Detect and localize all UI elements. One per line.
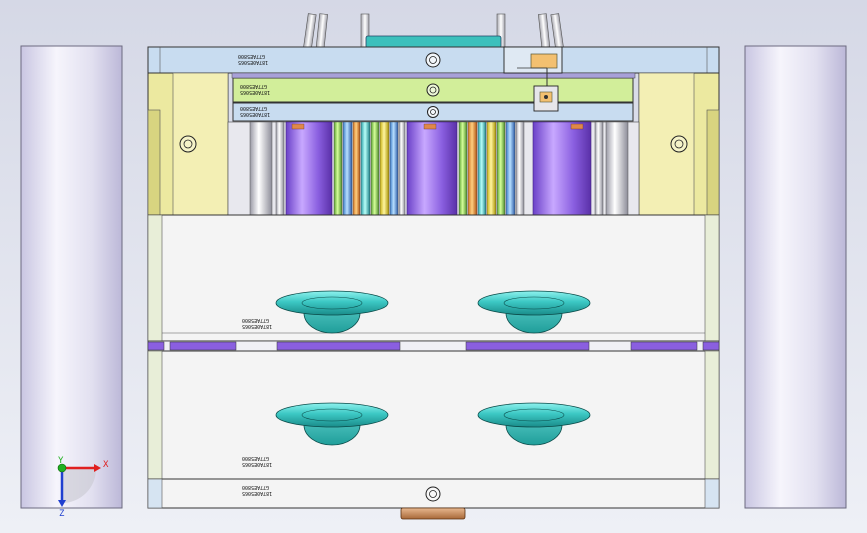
lifting-eye-upper-right[interactable] bbox=[477, 290, 591, 334]
locating-ring[interactable] bbox=[365, 35, 502, 49]
sprue-bushing[interactable] bbox=[400, 507, 466, 520]
ejector-pins bbox=[249, 121, 629, 216]
top-plate-labels: G77AE5800 187A0E5065 G77AE5800 187A0E506… bbox=[238, 53, 270, 117]
left-ejector-housing[interactable] bbox=[147, 72, 229, 216]
lifting-eye-lower-left[interactable] bbox=[275, 402, 389, 446]
lower-plate-part-number-2: 187A0E5065 bbox=[242, 461, 272, 467]
bottom-clamp-plate[interactable]: G77AE5800 187A0E5065 bbox=[147, 478, 720, 509]
ejector-retainer-plate[interactable] bbox=[232, 77, 634, 103]
upper-cavity-plate[interactable]: G77AE5800 187A0E5065 bbox=[147, 214, 720, 342]
triad-z-label: Z bbox=[59, 509, 65, 519]
ejector-part-number-2: 187A0E5065 bbox=[240, 111, 270, 117]
left-housing-bolt-icon bbox=[179, 135, 197, 153]
bottom-plate-bolt-icon bbox=[425, 486, 441, 502]
lower-core-plate[interactable]: G77AE5800 187A0E5065 bbox=[147, 350, 720, 480]
right-guide-pillar[interactable] bbox=[744, 45, 847, 509]
ejector-part-number-1: G77AE5800 bbox=[240, 105, 267, 111]
lifting-eye-lower-right[interactable] bbox=[477, 402, 591, 446]
lifting-eye-upper-left[interactable] bbox=[275, 290, 389, 334]
ejector-plate-bolt-icon bbox=[427, 106, 439, 118]
left-guide-pillar[interactable] bbox=[20, 45, 123, 509]
top-part-number-1: G77AE5800 bbox=[238, 53, 265, 59]
bottom-plate-part-number-1: G77AE5800 bbox=[242, 484, 269, 490]
lower-plate-part-number-1: G77AE5800 bbox=[242, 455, 269, 461]
top-part-number-2: 187A0E5065 bbox=[238, 59, 268, 65]
retainer-part-number-1: G77AE5800 bbox=[240, 83, 267, 89]
retainer-plate-bolt-icon bbox=[426, 83, 440, 97]
triad-y-label: Y bbox=[58, 456, 64, 466]
triad-x-label: X bbox=[103, 460, 109, 470]
limit-switch-bracket[interactable] bbox=[503, 46, 563, 112]
top-clamp-plate[interactable] bbox=[147, 46, 720, 74]
right-housing-bolt-icon bbox=[670, 135, 688, 153]
top-plate-bolt-icon bbox=[425, 52, 441, 68]
triad-y-axis bbox=[57, 463, 67, 473]
upper-plate-part-number-1: G77AE5800 bbox=[242, 317, 269, 323]
ejector-plate[interactable] bbox=[232, 102, 634, 122]
bottom-plate-part-number-2: 187A0E5065 bbox=[242, 490, 272, 496]
parting-line-strip bbox=[147, 340, 720, 352]
upper-plate-part-number-2: 187A0E5065 bbox=[242, 323, 272, 329]
retainer-part-number-2: 187A0E5065 bbox=[240, 89, 270, 95]
right-ejector-housing[interactable] bbox=[638, 72, 720, 216]
coordinate-triad: X Y Z bbox=[57, 456, 109, 519]
